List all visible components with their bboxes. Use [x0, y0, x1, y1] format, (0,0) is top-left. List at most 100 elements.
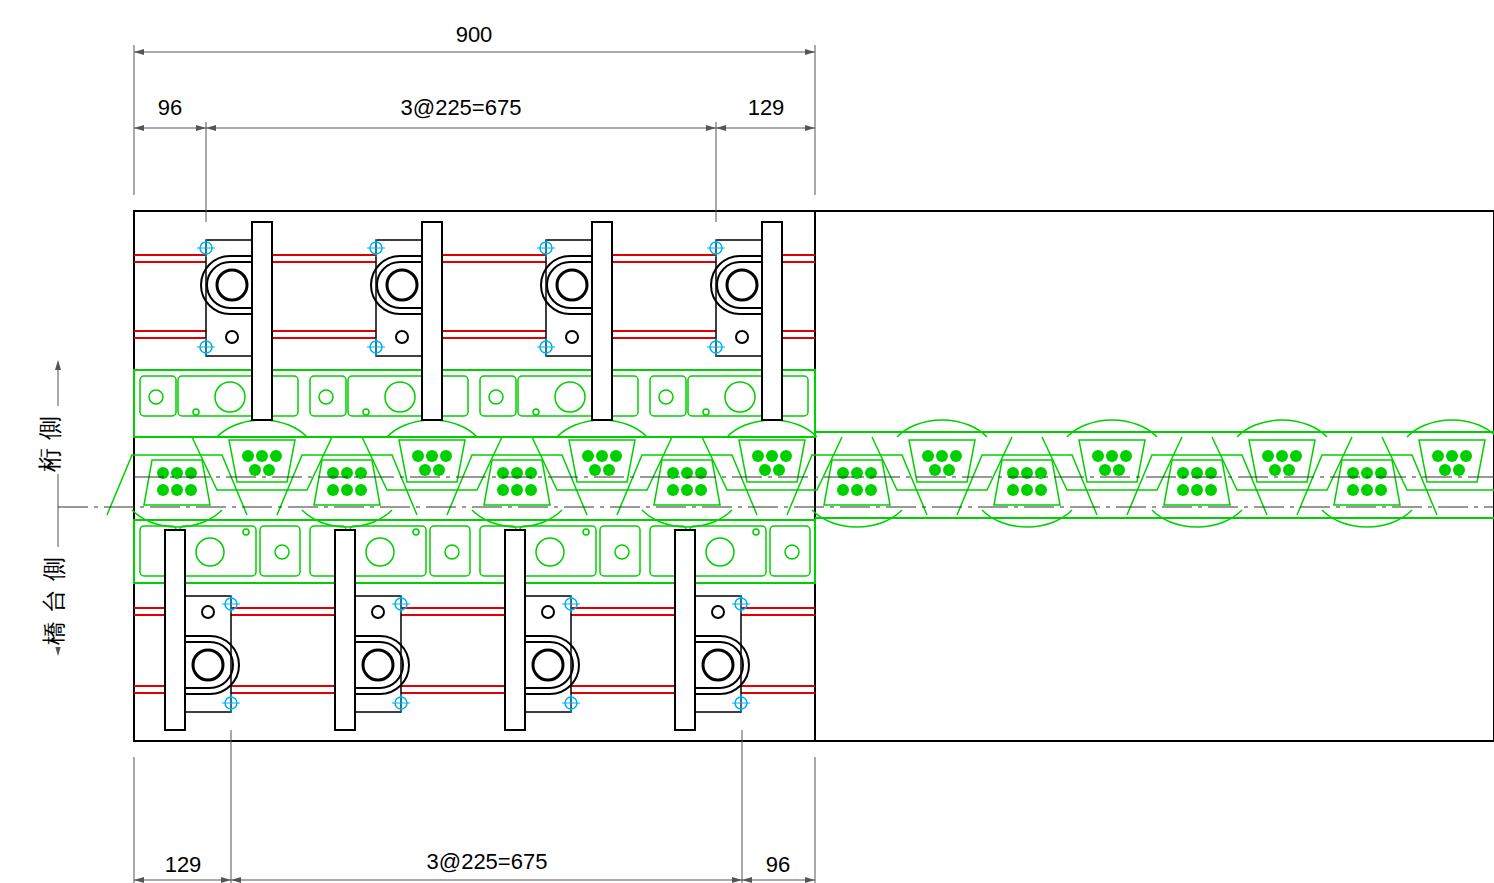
side-label: 橋台側	[42, 547, 66, 647]
plate-cell	[690, 526, 766, 576]
band-zigzag	[1127, 455, 1267, 515]
anchor-mark	[571, 595, 572, 613]
seal-block	[484, 460, 550, 505]
strand-hex	[943, 464, 955, 476]
anchor-mark	[376, 338, 377, 356]
plate-hole	[385, 382, 415, 412]
anchor-bolt	[363, 650, 393, 680]
strand-hex	[270, 450, 282, 462]
anchor-loop	[350, 642, 403, 688]
strand-hex	[171, 484, 183, 496]
band-zigzag	[1382, 437, 1494, 490]
band-arc	[982, 510, 1072, 527]
plate-cell	[518, 376, 594, 416]
band-arc	[387, 420, 477, 437]
seal-block	[1079, 440, 1145, 482]
anchor-mark	[206, 239, 207, 257]
anchor-loop	[690, 636, 749, 694]
strand-hex	[759, 464, 771, 476]
band-zigzag	[787, 455, 927, 515]
band-zigzag	[277, 455, 417, 515]
extension-line	[206, 122, 207, 222]
plate-hole	[149, 390, 163, 404]
strand-hex	[1269, 464, 1281, 476]
anchor-hole	[542, 606, 554, 618]
strand-hex	[603, 464, 615, 476]
extension-line	[815, 757, 816, 883]
anchor-mark	[571, 694, 572, 712]
dimension-arrow	[805, 125, 815, 131]
strand-hex	[851, 484, 863, 496]
plate-cell	[770, 526, 810, 576]
seal-block	[1164, 460, 1230, 505]
anchor-mark	[716, 338, 717, 356]
strand-hex	[695, 484, 707, 496]
band-zigzag	[532, 437, 672, 490]
anchor-mark	[546, 239, 547, 257]
strand-hex	[412, 450, 424, 462]
dimension-text: 129	[163, 854, 204, 876]
anchor-bar	[592, 222, 612, 420]
dimension-arrow	[742, 877, 752, 883]
anchor-mark	[741, 694, 742, 712]
dimension-text: 96	[764, 854, 792, 876]
anchor-loop	[371, 256, 428, 314]
anchor-bolt	[193, 650, 223, 680]
anchor-bar	[422, 222, 442, 420]
strand-hex	[440, 450, 452, 462]
dimension-line	[134, 52, 815, 53]
band-zigzag	[447, 455, 587, 515]
band-arc	[132, 510, 222, 527]
strand-hex	[1283, 464, 1295, 476]
dimension-arrow	[221, 877, 231, 883]
anchor-bar	[762, 222, 782, 420]
dimension-arrow	[134, 125, 144, 131]
seal-block	[314, 460, 380, 505]
band-zigzag	[362, 437, 502, 490]
seal-block	[144, 460, 210, 505]
plate-hole	[193, 409, 199, 415]
plate-cell	[520, 526, 596, 576]
seal-block	[1249, 440, 1315, 482]
anchor-hole	[712, 606, 724, 618]
strand-hex	[249, 464, 261, 476]
strand-hex	[419, 464, 431, 476]
anchor-plate	[546, 240, 592, 356]
band-arc	[217, 420, 307, 437]
anchor-hole	[396, 331, 408, 343]
center-line	[58, 507, 1494, 508]
strand-hex	[256, 450, 268, 462]
strand-hex	[681, 484, 693, 496]
plate-cell	[350, 526, 426, 576]
plate-cell	[600, 526, 640, 576]
strand-hex	[341, 484, 353, 496]
dimension-arrow	[805, 877, 815, 883]
anchor-loop	[547, 262, 598, 308]
plate-cell	[140, 376, 176, 416]
plate-cell	[650, 376, 686, 416]
band-arc	[472, 510, 562, 527]
plate-hole	[533, 409, 539, 415]
anchor-loop	[180, 642, 233, 688]
plate-hole	[363, 409, 369, 415]
strand-hex	[1035, 484, 1047, 496]
dimension-arrow	[805, 49, 815, 55]
strand-hex	[1262, 450, 1274, 462]
anchor-bolt	[557, 270, 587, 300]
plate-hole	[319, 390, 333, 404]
anchor-bar	[252, 222, 272, 420]
strand-hex	[766, 450, 778, 462]
anchor-bolt	[703, 650, 733, 680]
plate-hole	[275, 545, 289, 559]
seal-block	[994, 460, 1060, 505]
band-arc	[1067, 420, 1157, 437]
band-zigzag	[617, 455, 757, 515]
anchor-mark	[741, 595, 742, 613]
strand-hex	[1092, 450, 1104, 462]
anchor-loop	[180, 636, 239, 694]
extension-line	[134, 757, 135, 883]
strand-hex	[596, 450, 608, 462]
anchor-bolt	[533, 650, 563, 680]
